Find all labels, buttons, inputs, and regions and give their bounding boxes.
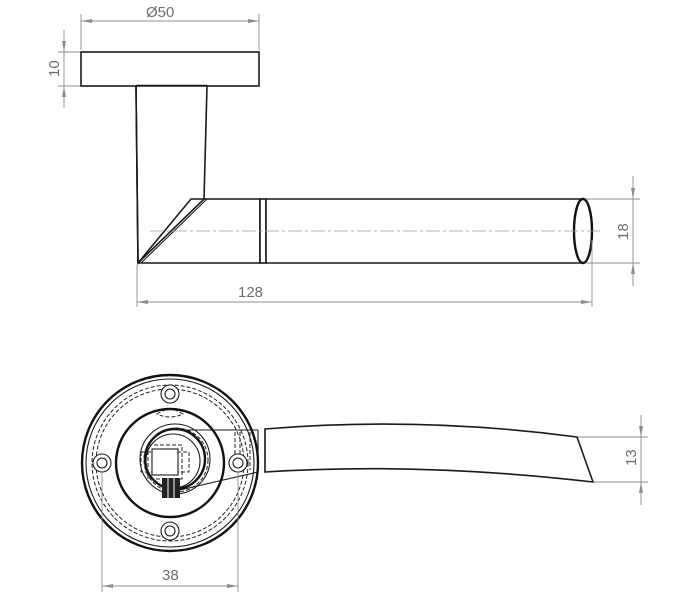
side-view [80, 51, 600, 266]
screw-hole-right [228, 453, 248, 473]
dim-rose-thickness: 10 [46, 60, 63, 77]
side-dimensions: Ø50 10 18 128 [46, 4, 640, 307]
front-view [80, 373, 595, 553]
screw-hole-left [92, 453, 112, 473]
rose-side [80, 51, 260, 87]
lever-bar-front [264, 423, 595, 483]
dim-lever-diameter: 18 [615, 223, 632, 240]
inner-ring [114, 407, 226, 519]
dim-screw-centres: 38 [162, 567, 179, 584]
front-dimensions: 13 38 [101, 415, 648, 592]
spindle-block [162, 478, 180, 498]
screw-hole-bottom [160, 521, 180, 541]
screw-hole-top [160, 384, 180, 404]
dim-projection: 128 [238, 284, 263, 301]
dim-lever-tip: 13 [623, 449, 640, 466]
dim-rose-diameter: Ø50 [146, 4, 174, 21]
